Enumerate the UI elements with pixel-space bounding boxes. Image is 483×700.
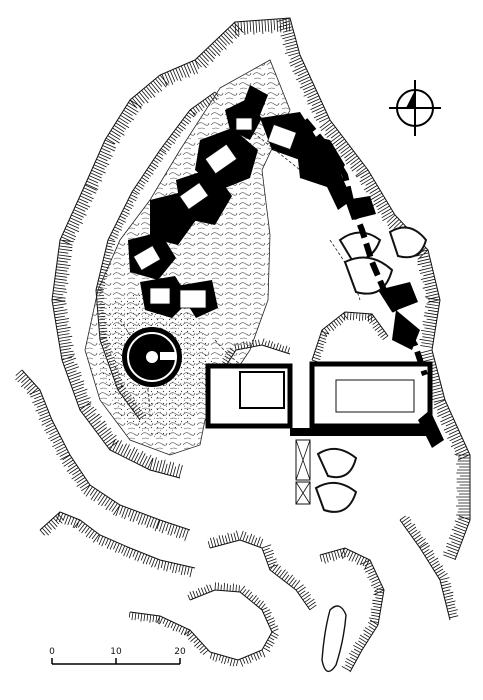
curtain-wall	[302, 118, 428, 376]
hachure-ticks	[15, 369, 189, 541]
lower-halls	[205, 361, 444, 505]
hachure-ticks	[51, 59, 200, 478]
round-tower	[122, 327, 182, 387]
compass-rose-icon	[389, 80, 441, 136]
contour-line	[311, 311, 389, 361]
scale-tick-20: 20	[174, 647, 186, 657]
keep-rooms	[132, 117, 297, 309]
hachure-ticks	[319, 547, 385, 672]
scale-tick-0: 0	[49, 647, 55, 657]
contour-line	[399, 519, 451, 621]
hachure-ticks	[311, 311, 389, 363]
scale-bar: 0 10 20	[49, 647, 186, 665]
contour-line	[129, 611, 211, 653]
hachure-ticks	[187, 582, 279, 667]
rock-lens	[321, 605, 347, 673]
contour-line	[189, 589, 273, 661]
hachure-ticks	[128, 611, 209, 655]
scale-tick-10: 10	[110, 647, 122, 657]
hachure-ticks	[39, 511, 193, 578]
contour-line	[209, 539, 311, 611]
hachure-ticks	[207, 530, 317, 611]
hachure-ticks	[194, 17, 471, 560]
hachure-ticks	[399, 515, 459, 619]
